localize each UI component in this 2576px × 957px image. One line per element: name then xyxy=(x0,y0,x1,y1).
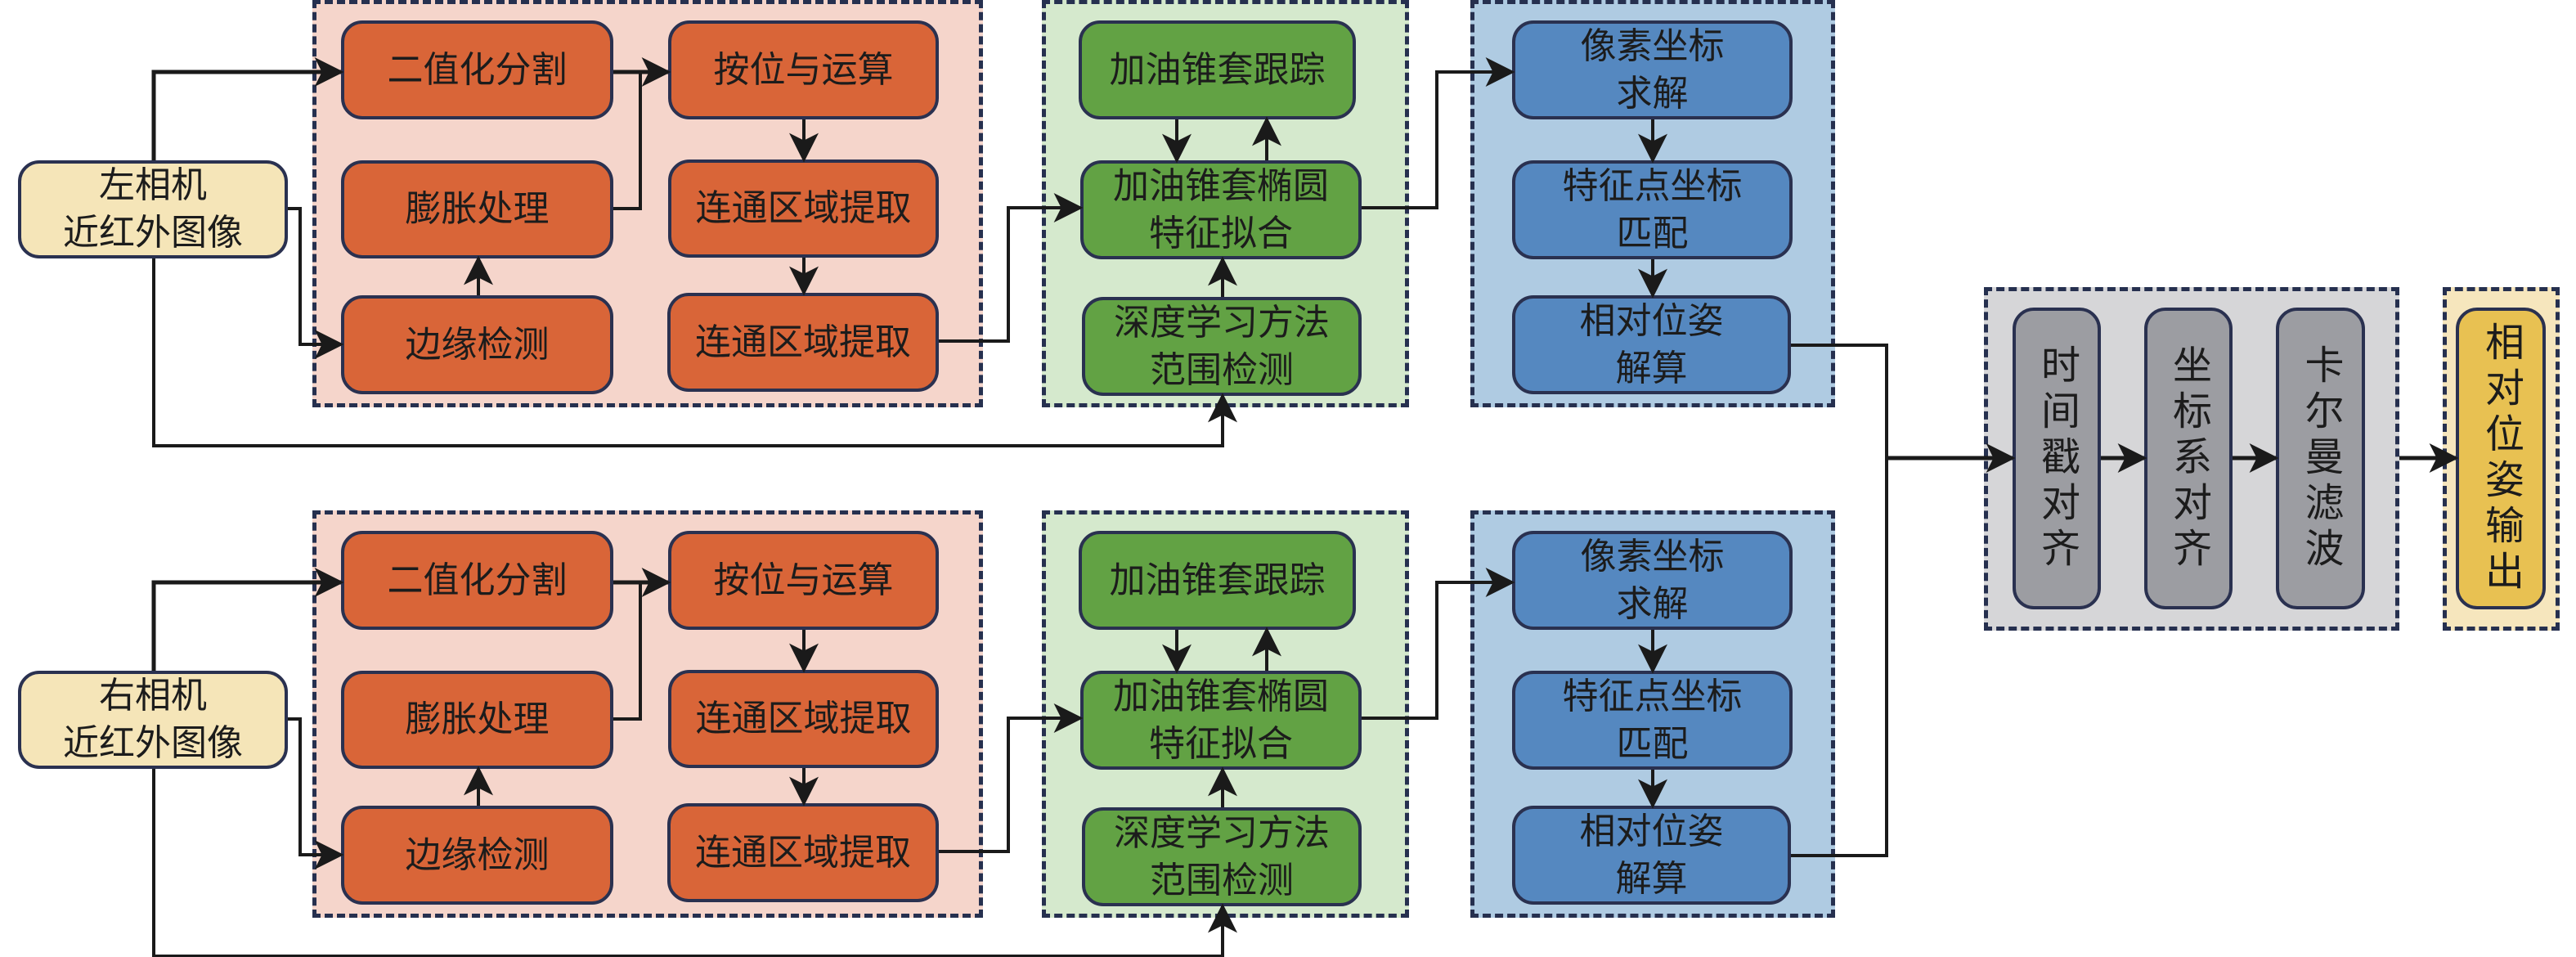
dilate-node-left: 膨胀处理 xyxy=(341,160,613,258)
feature-match-node-right: 特征点坐标 匹配 xyxy=(1512,671,1793,770)
pixel-coords-node-left: 像素坐标 求解 xyxy=(1512,20,1793,119)
wire-pose-to-fusion-left xyxy=(1791,344,1888,458)
bitwise-and-node-right: 按位与运算 xyxy=(668,531,939,630)
dl-detection-node-left: 深度学习方法 范围检测 xyxy=(1082,297,1362,396)
drogue-tracking-node-left: 加油锥套跟踪 xyxy=(1079,20,1356,119)
wire-conn2-to-ellipse-right xyxy=(939,703,1084,853)
binarize-node-right: 二值化分割 xyxy=(341,531,613,630)
edge-detect-node-left: 边缘检测 xyxy=(341,295,613,394)
connected-region-2-node-right: 连通区域提取 xyxy=(667,803,939,902)
wire-camera-to-dl-left xyxy=(152,258,1237,447)
connected-region-1-node-right: 连通区域提取 xyxy=(668,670,939,768)
connected-region-2-node-left: 连通区域提取 xyxy=(667,293,939,392)
edge-detect-node-right: 边缘检测 xyxy=(341,806,613,905)
dl-detection-node-right: 深度学习方法 范围检测 xyxy=(1082,807,1362,906)
drogue-tracking-node-right: 加油锥套跟踪 xyxy=(1079,531,1356,630)
right-camera-node: 右相机 近红外图像 xyxy=(18,671,288,769)
wire-ellipse-to-pixel-right xyxy=(1362,568,1515,720)
left-camera-node: 左相机 近红外图像 xyxy=(18,160,288,258)
ellipse-fit-node-right: 加油锥套椭圆 特征拟合 xyxy=(1080,671,1362,770)
kalman-filter-node: 卡尔曼滤波 xyxy=(2276,308,2365,609)
wire-camera-to-edge-left xyxy=(288,207,344,359)
wire-camera-to-binarize-left xyxy=(151,57,344,160)
binarize-node-left: 二值化分割 xyxy=(341,20,613,119)
wire-dilate-to-and-left xyxy=(613,72,642,210)
connected-region-1-node-left: 连通区域提取 xyxy=(668,160,939,258)
wire-ellipse-to-pixel-left xyxy=(1362,57,1515,209)
wire-camera-to-edge-right xyxy=(288,717,344,869)
wire-pose-to-fusion-right xyxy=(1791,458,1888,857)
relative-pose-node-right: 相对位姿 解算 xyxy=(1512,806,1791,905)
dilate-node-right: 膨胀处理 xyxy=(341,671,613,769)
wire-dilate-to-and-right xyxy=(613,582,642,721)
wire-conn2-to-ellipse-left xyxy=(939,193,1084,343)
wire-camera-to-dl-right xyxy=(152,769,1237,957)
wire-camera-to-binarize-right xyxy=(151,568,344,671)
